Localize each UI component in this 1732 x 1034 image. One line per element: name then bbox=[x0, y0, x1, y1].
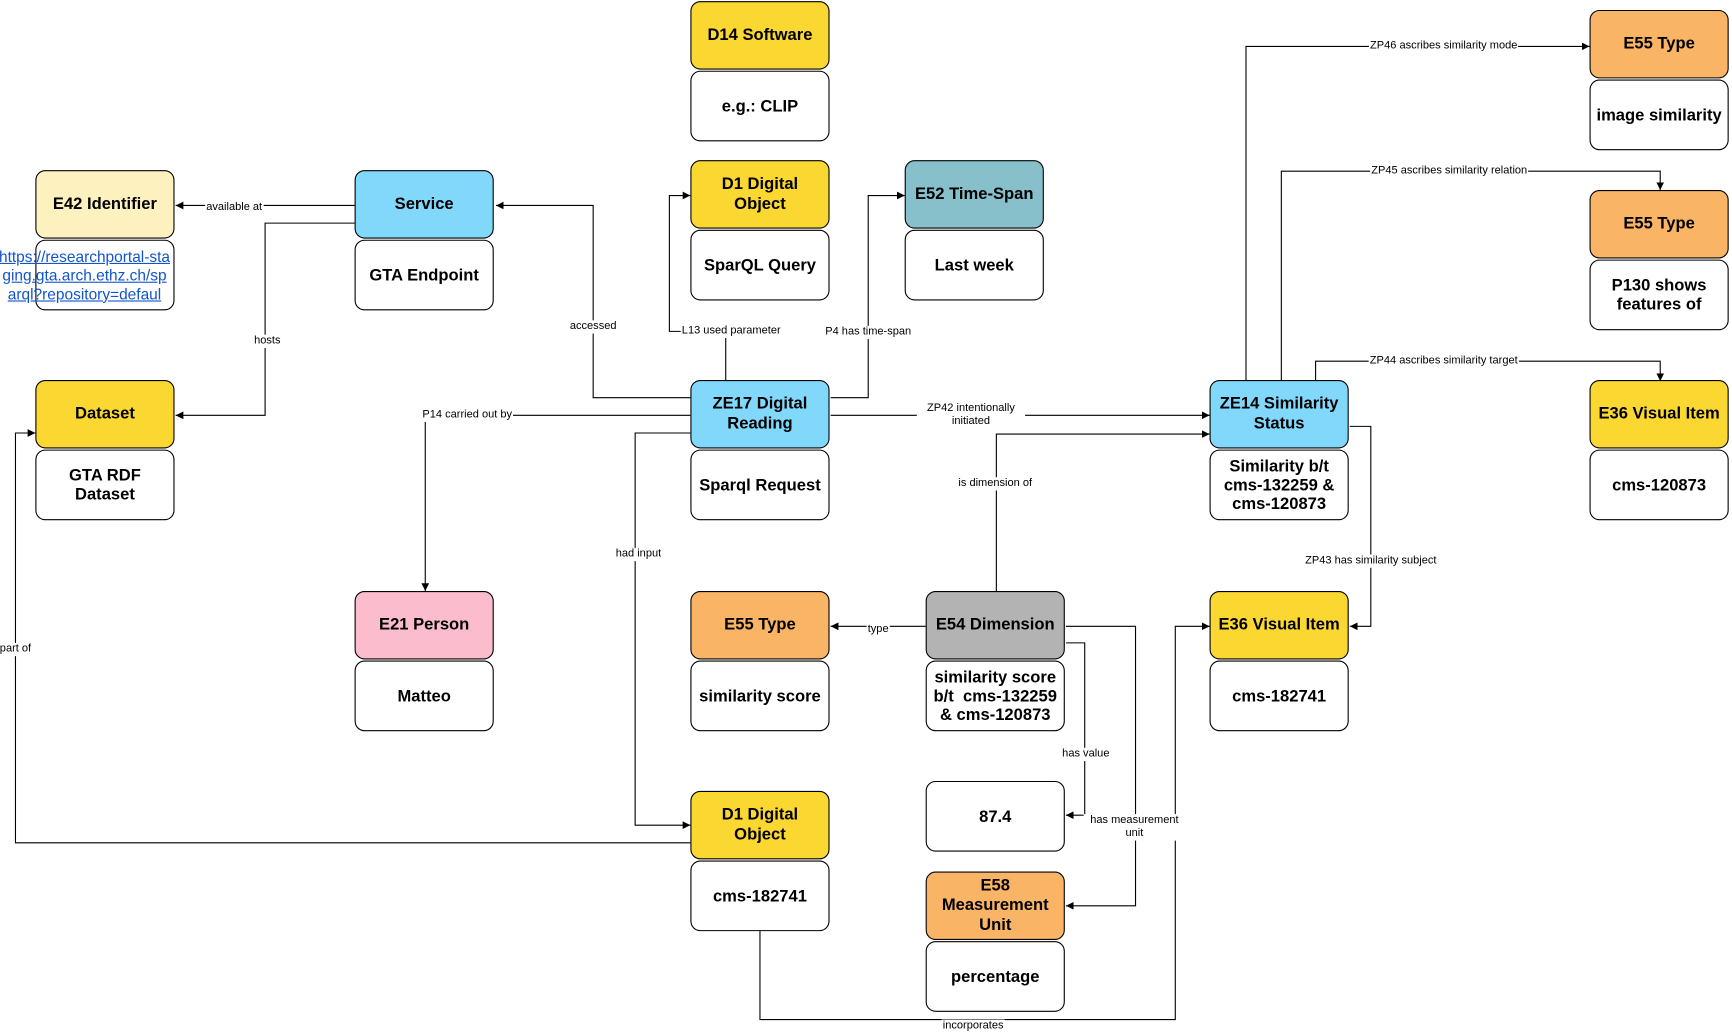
label-hosts: hosts bbox=[253, 334, 282, 348]
edge-hosts bbox=[175, 222, 355, 420]
label-zp45-ascribes-similarity-relation: ZP45 ascribes similarity relation bbox=[1370, 164, 1529, 178]
node-value: Matteo bbox=[354, 660, 494, 732]
edge-zp43-has-similarity-subject bbox=[1349, 425, 1372, 631]
edge-p14-carried-out-by bbox=[421, 414, 691, 591]
node-e52-time-span[interactable]: E52 Time-Span Last week bbox=[904, 160, 1044, 301]
node-value: 87.4 bbox=[925, 780, 1065, 852]
label-p14-carried-out-by: P14 carried out by bbox=[421, 408, 514, 422]
node-type: E52 Time-Span bbox=[904, 160, 1044, 229]
edge-part-of bbox=[14, 429, 691, 844]
edge-p4-has-time-span bbox=[830, 191, 905, 399]
node-value: P130 shows features of bbox=[1589, 259, 1729, 331]
label-part-of: part of bbox=[0, 642, 33, 657]
node-value: GTA Endpoint bbox=[354, 239, 494, 311]
node-value: image similarity bbox=[1589, 79, 1729, 151]
node-value: Last week bbox=[904, 229, 1044, 301]
node-type: E21 Person bbox=[354, 590, 494, 660]
label-had-input: had input bbox=[614, 547, 663, 562]
node-e36-visual-item-target[interactable]: E36 Visual Item cms-120873 bbox=[1589, 379, 1729, 521]
label-l13-used-parameter: L13 used parameter bbox=[680, 324, 782, 339]
node-value: SparQL Query bbox=[690, 229, 830, 301]
node-e55-shows-features[interactable]: E55 Type P130 shows features of bbox=[1589, 189, 1729, 331]
node-e42-identifier[interactable]: E42 Identifier https://researchportal-st… bbox=[0, 170, 175, 311]
node-value: GTA RDF Dataset bbox=[35, 449, 175, 521]
label-p4-has-time-span: P4 has time-span bbox=[824, 325, 913, 340]
node-ze17-digital-reading[interactable]: ZE17 Digital Reading Sparql Request bbox=[690, 379, 830, 521]
node-value: percentage bbox=[925, 941, 1065, 1012]
label-available-at: available at bbox=[205, 201, 264, 215]
node-value-87-4[interactable]: 87.4 bbox=[925, 780, 1065, 852]
node-d1-sparql-query[interactable]: D1 Digital Object SparQL Query bbox=[690, 160, 830, 301]
edge-accessed bbox=[495, 201, 691, 399]
label-is-dimension-of: is dimension of bbox=[957, 477, 1034, 491]
node-value: Sparql Request bbox=[690, 449, 830, 521]
node-value: similarity score b/t cms-132259 & cms-12… bbox=[925, 660, 1065, 732]
node-service[interactable]: Service GTA Endpoint bbox=[354, 170, 494, 311]
label-zp42-intentionally-initiated: ZP42 intentionally initiated bbox=[916, 402, 1026, 429]
node-type: ZE17 Digital Reading bbox=[690, 379, 830, 449]
label-has-measurement-unit: has measurement unit bbox=[1083, 814, 1186, 841]
node-type: E55 Type bbox=[690, 590, 830, 660]
node-dataset[interactable]: Dataset GTA RDF Dataset bbox=[35, 379, 175, 521]
label-type: type bbox=[866, 622, 890, 637]
node-e36-visual-item-subject[interactable]: E36 Visual Item cms-182741 bbox=[1209, 590, 1349, 732]
node-type: E36 Visual Item bbox=[1209, 590, 1349, 660]
node-type: D1 Digital Object bbox=[690, 790, 830, 860]
node-type: Service bbox=[354, 170, 494, 239]
node-e21-person[interactable]: E21 Person Matteo bbox=[354, 590, 494, 732]
node-e55-similarity-score[interactable]: E55 Type similarity score bbox=[690, 590, 830, 732]
node-value: cms-182741 bbox=[1209, 660, 1349, 732]
node-type: Dataset bbox=[35, 379, 175, 449]
edge-had-input bbox=[634, 432, 691, 830]
node-type: E58 Measurement Unit bbox=[925, 871, 1065, 941]
identifier-link[interactable]: https://researchportal-staging.gta.arch.… bbox=[0, 239, 175, 311]
edge-l13-used-parameter bbox=[668, 191, 727, 382]
node-type: E36 Visual Item bbox=[1589, 379, 1729, 449]
node-value: cms-120873 bbox=[1589, 449, 1729, 521]
node-ze14-similarity-status[interactable]: ZE14 Similarity Status Similarity b/t cm… bbox=[1209, 379, 1349, 521]
node-e54-dimension[interactable]: E54 Dimension similarity score b/t cms-1… bbox=[925, 590, 1065, 732]
node-type: E55 Type bbox=[1589, 9, 1729, 79]
node-d14-software[interactable]: D14 Software e.g.: CLIP bbox=[690, 1, 830, 142]
edge-zp46-ascribes-similarity-mode bbox=[1245, 42, 1590, 382]
label-zp43-has-similarity-subject: ZP43 has similarity subject bbox=[1304, 554, 1438, 568]
node-e55-image-similarity[interactable]: E55 Type image similarity bbox=[1589, 9, 1729, 151]
node-type: D14 Software bbox=[690, 1, 830, 70]
label-accessed: accessed bbox=[568, 320, 618, 334]
label-has-value: has value bbox=[1061, 747, 1111, 762]
node-type: ZE14 Similarity Status bbox=[1209, 379, 1349, 449]
label-zp44-ascribes-similarity-target: ZP44 ascribes similarity target bbox=[1368, 354, 1519, 368]
node-d1-digital-object[interactable]: D1 Digital Object cms-182741 bbox=[690, 790, 830, 932]
node-value: Similarity b/t cms-132259 & cms-120873 bbox=[1209, 449, 1349, 521]
edge-is-dimension-of bbox=[995, 430, 1210, 591]
node-value: similarity score bbox=[690, 660, 830, 732]
edge-has-value bbox=[1065, 642, 1086, 820]
node-type: E55 Type bbox=[1589, 189, 1729, 259]
label-incorporates: incorporates bbox=[941, 1019, 1005, 1033]
node-value: e.g.: CLIP bbox=[690, 70, 830, 142]
node-e58-measurement-unit[interactable]: E58 Measurement Unit percentage bbox=[925, 871, 1065, 1012]
identifier-url[interactable]: https://researchportal-staging.gta.arch.… bbox=[0, 246, 171, 303]
node-type: D1 Digital Object bbox=[690, 160, 830, 229]
node-type: E42 Identifier bbox=[35, 170, 175, 239]
edge-incorporates bbox=[759, 622, 1210, 1021]
node-type: E54 Dimension bbox=[925, 590, 1065, 660]
node-value: cms-182741 bbox=[690, 860, 830, 932]
label-zp46-ascribes-similarity-mode: ZP46 ascribes similarity mode bbox=[1368, 39, 1519, 54]
edge-has-measurement-unit bbox=[1065, 625, 1137, 910]
